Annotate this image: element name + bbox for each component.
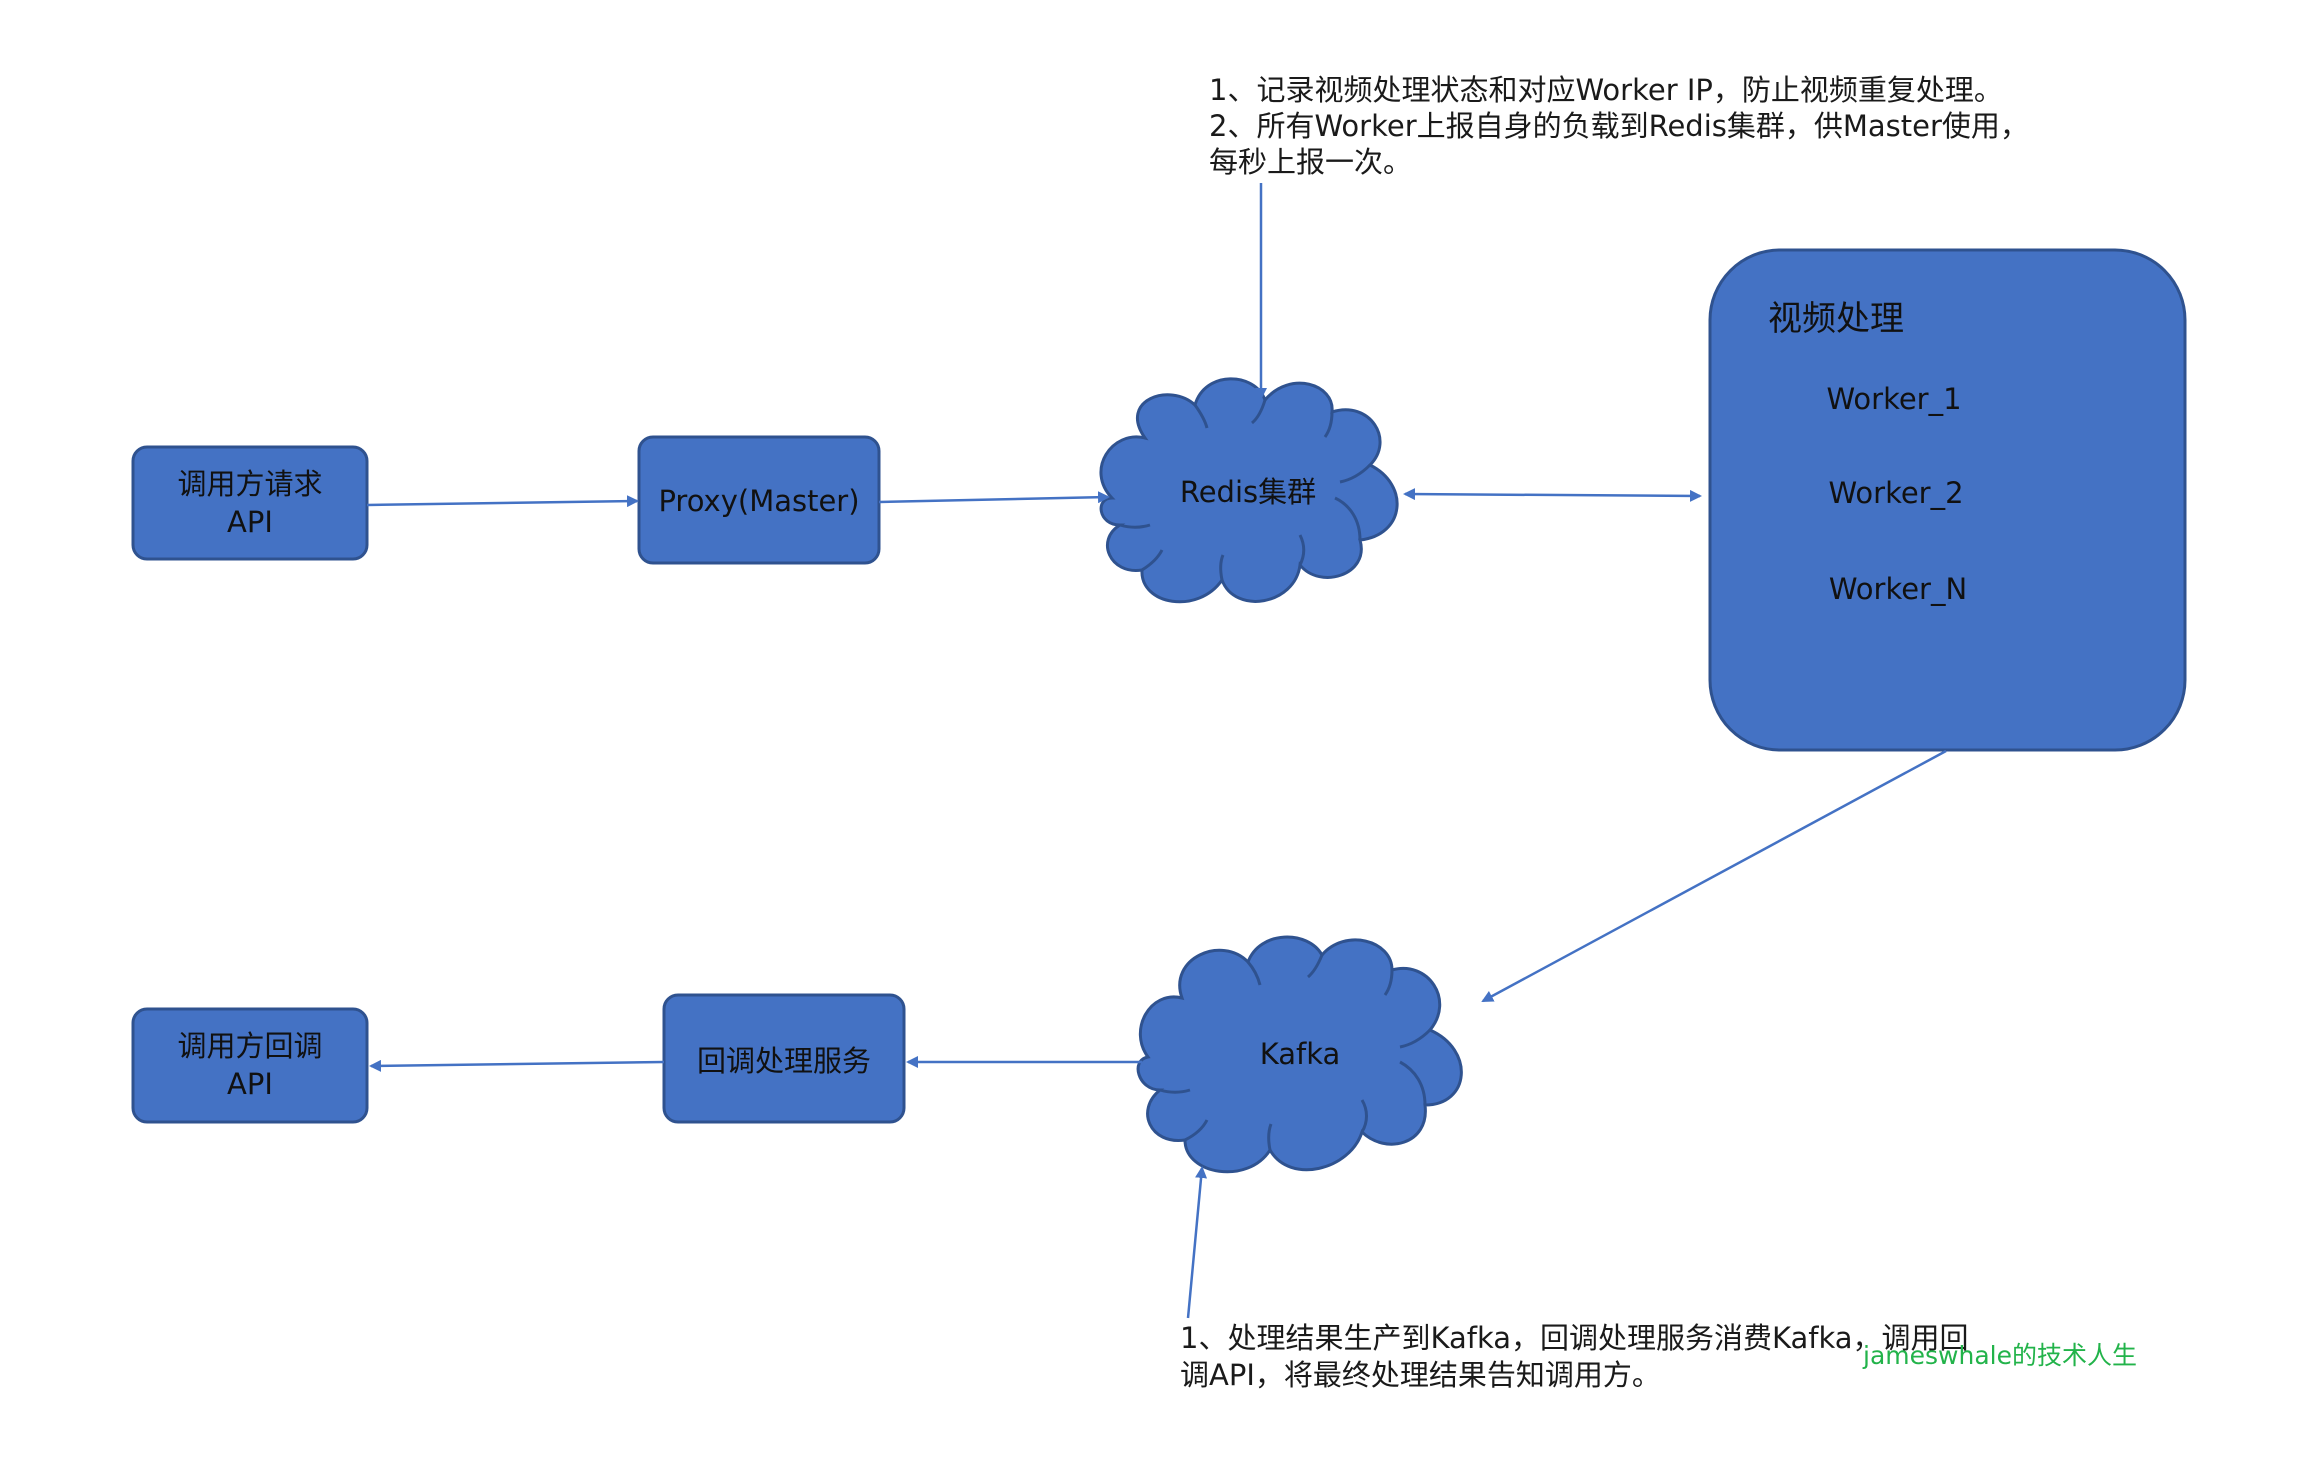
arrow-proxy-to-redis xyxy=(878,491,1110,504)
worker-2-label: Worker_2 xyxy=(1828,476,1963,510)
caller-callback-label-line2: API xyxy=(227,1067,273,1101)
kafka-label: Kafka xyxy=(1260,1037,1341,1071)
arrow-video-to-kafka xyxy=(1481,749,1947,1003)
redis-note-line3: 每秒上报一次。 xyxy=(1209,145,1412,179)
redis-cluster-label: Redis集群 xyxy=(1180,475,1316,509)
arrow-note-to-kafka xyxy=(1186,1166,1208,1319)
watermark: jameswhale的技术人生 xyxy=(1862,1341,2137,1370)
video-processing-node: 视频处理 Worker_1 Worker_2 Worker_N xyxy=(1708,248,2187,752)
caller-request-label-line2: API xyxy=(227,505,273,539)
callback-service-node: 回调处理服务 xyxy=(662,993,906,1124)
kafka-note-line1: 1、处理结果生产到Kafka，回调处理服务消费Kafka，调用回 xyxy=(1180,1321,1969,1355)
kafka-note: 1、处理结果生产到Kafka，回调处理服务消费Kafka，调用回 调API，将最… xyxy=(1180,1321,1969,1392)
redis-note-line1: 1、记录视频处理状态和对应Worker IP，防止视频重复处理。 xyxy=(1209,73,2003,107)
caller-callback-api-node: 调用方回调 API xyxy=(131,1007,369,1124)
kafka-note-line2: 调API，将最终处理结果告知调用方。 xyxy=(1180,1358,1661,1392)
worker-1-label: Worker_1 xyxy=(1826,382,1961,416)
arrow-callback-service-to-caller xyxy=(369,1059,665,1072)
redis-note: 1、记录视频处理状态和对应Worker IP，防止视频重复处理。 2、所有Wor… xyxy=(1209,73,2029,179)
redis-note-line2: 2、所有Worker上报自身的负载到Redis集群，供Master使用， xyxy=(1209,109,2029,143)
redis-cluster-node: Redis集群 xyxy=(1099,377,1399,604)
caller-request-label-line1: 调用方请求 xyxy=(177,467,322,501)
caller-request-api-node: 调用方请求 API xyxy=(131,445,369,561)
callback-service-label: 回调处理服务 xyxy=(697,1044,871,1078)
arrow-redis-video-bidirectional xyxy=(1403,488,1702,502)
proxy-master-label: Proxy(Master) xyxy=(658,484,859,518)
kafka-node: Kafka xyxy=(1136,935,1463,1174)
proxy-master-node: Proxy(Master) xyxy=(637,435,881,565)
worker-n-label: Worker_N xyxy=(1829,572,1967,606)
arrow-request-to-proxy xyxy=(366,495,639,508)
video-processing-title: 视频处理 xyxy=(1768,299,1904,339)
caller-callback-label-line1: 调用方回调 xyxy=(177,1029,322,1063)
